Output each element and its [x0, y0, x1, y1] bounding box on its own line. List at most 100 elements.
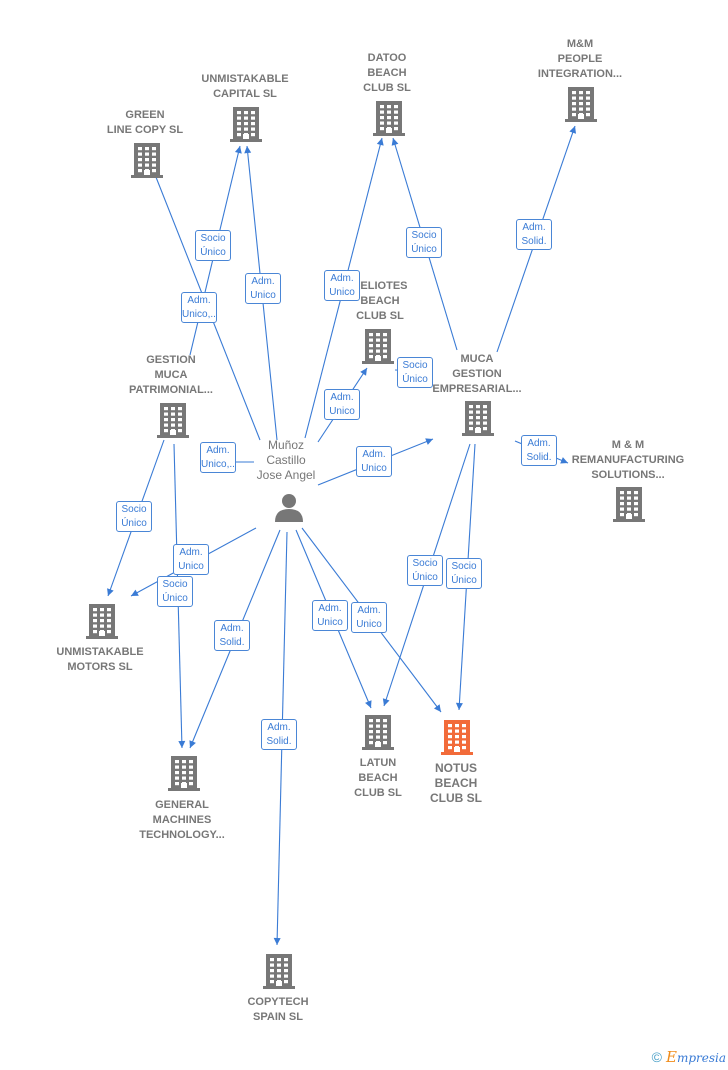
- node-label-line: COPYTECH: [247, 996, 309, 1008]
- edge-badge-line: Adm.: [187, 295, 211, 306]
- node-label-line: M&M: [566, 38, 594, 50]
- edge-badge-e5[interactable]: Adm.Unico: [324, 270, 360, 301]
- edge-badge-line: Solid.: [521, 236, 547, 247]
- focus-building-icon-notus: [441, 720, 473, 755]
- arrowhead-e14: [178, 740, 186, 748]
- edge-badge-line: Solid.: [219, 637, 245, 648]
- edge-badge-line: Unico: [250, 290, 276, 301]
- edge-badge-e7[interactable]: Adm. Solid.: [516, 219, 552, 250]
- node-label-line: BEACH: [358, 772, 398, 784]
- node-label-green_line[interactable]: GREEN LINE COPY SL: [107, 108, 183, 138]
- node-label-line: LINE COPY SL: [106, 124, 184, 136]
- node-label-line: TECHNOLOGY...: [139, 829, 225, 841]
- node-label-line: CLUB SL: [363, 82, 411, 94]
- edge-badge-e2[interactable]: Adm. Unico,...: [181, 292, 217, 323]
- arrowhead-e17: [433, 704, 441, 712]
- edge-badge-line: Adm.: [330, 273, 354, 284]
- node-label-line: SOLUTIONS...: [591, 469, 665, 481]
- brand-name: mpresia: [676, 1051, 726, 1065]
- edge-badge-line: Unico,...: [182, 309, 216, 320]
- edge-badge-line: Socio: [200, 233, 226, 244]
- building-icon-general_machines: [168, 756, 200, 791]
- edge-badge-line: Adm.: [267, 722, 291, 733]
- node-label-line: Jose Angel: [256, 468, 316, 482]
- node-label-line: CLUB SL: [430, 791, 482, 805]
- edge-badge-line: Adm.: [522, 222, 546, 233]
- edge-badge-line: Adm.: [220, 623, 244, 634]
- edge-badge-line: Único: [121, 518, 147, 529]
- node-label-line: UNMISTAKABLE: [201, 73, 289, 85]
- edge-badge-line: Adm.: [362, 449, 386, 460]
- edge-badge-line: Unico: [178, 561, 204, 572]
- building-icon-mm_people: [565, 87, 597, 122]
- node-label-line: Muñoz: [267, 438, 305, 452]
- edge-badge-e13[interactable]: Adm. Unico: [173, 544, 209, 575]
- edge-badge-e3[interactable]: Adm.Unico: [245, 273, 281, 304]
- node-label-line: MOTORS SL: [67, 661, 133, 673]
- edge-badge-line: Único: [412, 572, 438, 583]
- arrowhead-e8: [360, 368, 367, 376]
- edge-badge-line: Adm.: [179, 547, 203, 558]
- arrowhead-e19: [455, 702, 463, 710]
- footer-brand[interactable]: ©Empresia: [652, 1048, 726, 1066]
- copyright-icon: ©: [651, 1049, 662, 1065]
- edge-badge-line: Unico: [361, 463, 387, 474]
- edge-badge-e8[interactable]: Adm.Unico: [324, 389, 360, 420]
- node-label-line: DATOO: [367, 52, 407, 64]
- node-label-line: UNMISTAKABLE: [56, 646, 144, 658]
- edge-badge-e10[interactable]: Adm. Unico: [356, 446, 392, 477]
- edge-badge-e20[interactable]: Adm.Solid.: [261, 719, 297, 750]
- edge-badge-line: Socio: [451, 561, 477, 572]
- building-icon-muca_gestion: [462, 401, 494, 436]
- edge-badge-e17[interactable]: Adm.Unico: [351, 602, 387, 633]
- building-icon-datoo: [373, 101, 405, 136]
- building-icon-gestion_muca: [157, 403, 189, 438]
- arrowhead-e1: [234, 146, 242, 154]
- node-label-line: CLUB SL: [354, 787, 402, 799]
- node-label-line: BEACH: [367, 67, 407, 79]
- node-label-line: GESTION: [146, 354, 196, 366]
- node-label-line: GESTION: [452, 368, 502, 380]
- edge-badge-line: Único: [402, 374, 428, 385]
- node-label-line: GREEN: [125, 109, 165, 121]
- edge-badge-e15[interactable]: Adm. Solid.: [214, 620, 250, 651]
- arrowhead-e7: [569, 126, 577, 134]
- edge-badge-e11[interactable]: Adm.Solid.: [521, 435, 557, 466]
- node-label-unmistakable_motors[interactable]: UNMISTAKABLE MOTORS SL: [56, 645, 143, 675]
- arrowhead-e18: [382, 698, 390, 706]
- edge-badge-line: Adm.: [527, 438, 551, 449]
- edge-badge-line: Socio: [121, 504, 147, 515]
- node-label-line: CLUB SL: [356, 310, 404, 322]
- node-label-datoo[interactable]: DATOO BEACH CLUB SL: [363, 51, 411, 96]
- edge-badge-line: Socio: [162, 579, 188, 590]
- node-label-line: INTEGRATION...: [537, 68, 623, 80]
- edge-badge-line: Adm.: [357, 605, 381, 616]
- edge-badge-e16[interactable]: Adm.Unico: [312, 600, 348, 631]
- node-label-line: GENERAL: [155, 799, 209, 811]
- arrowhead-e12: [107, 588, 114, 596]
- edge-badge-e4[interactable]: Adm.Unico,...: [200, 442, 236, 473]
- arrowhead-e20: [273, 937, 281, 945]
- edge-badge-line: Único: [411, 244, 437, 255]
- edge-badge-line: Socio: [402, 360, 428, 371]
- arrowhead-e16: [365, 700, 372, 708]
